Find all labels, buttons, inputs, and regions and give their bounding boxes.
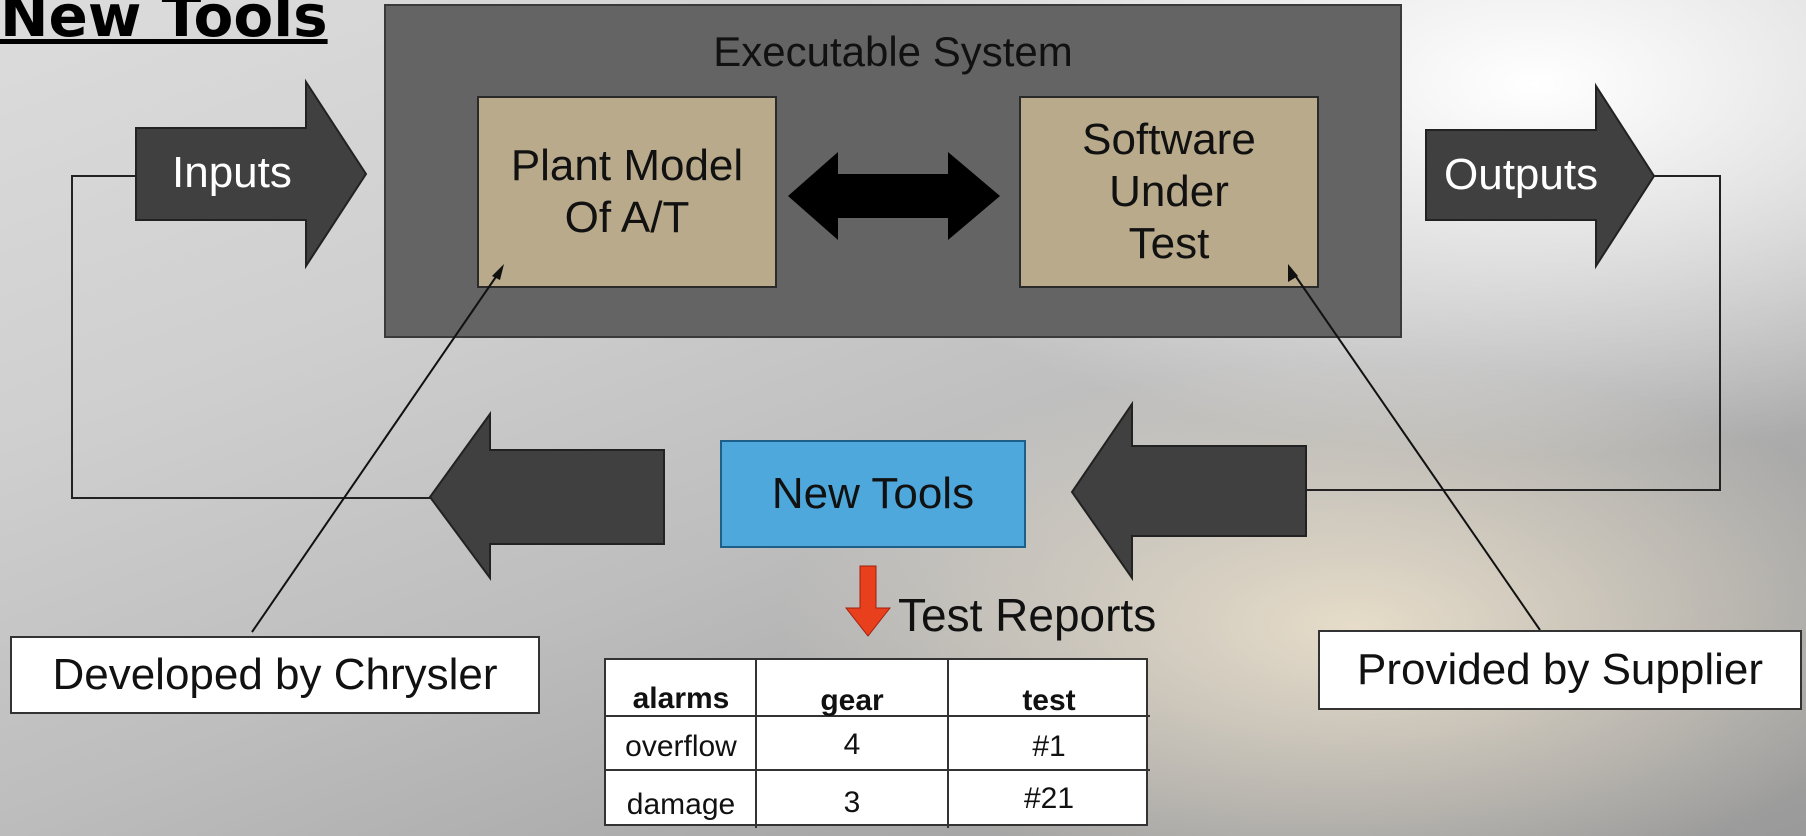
outputs-arrow-shape xyxy=(1425,82,1656,270)
software-under-test-label: Software Under Test xyxy=(1082,115,1256,268)
test-report-table: alarms gear test overflow 4 #1 damage 3 … xyxy=(604,658,1150,828)
table-cell-gear: 3 xyxy=(843,786,861,819)
executable-system-title: Executable System xyxy=(713,28,1073,75)
developed-by-pointer-line xyxy=(251,267,503,633)
new-tools-box: New Tools xyxy=(720,440,1026,548)
table-header-test: test xyxy=(1022,684,1076,717)
new-tools-label: New Tools xyxy=(771,469,975,518)
plant-model-box: Plant Model Of A/T xyxy=(477,96,777,288)
outputs-feedback-line xyxy=(1306,175,1721,491)
table-cell-test: #1 xyxy=(1032,730,1066,763)
provided-by-label: Provided by Supplier xyxy=(1356,645,1763,694)
outputs-label: Outputs xyxy=(1444,150,1599,199)
plant-model-label: Plant Model Of A/T xyxy=(510,141,744,242)
test-reports-arrow-shape xyxy=(844,565,892,637)
developed-by-pointer-head xyxy=(492,264,504,280)
provided-by-pointer-line xyxy=(1289,267,1541,631)
table-header-gear: gear xyxy=(820,684,884,717)
table-cell-gear: 4 xyxy=(843,728,861,761)
developed-by-callout: Developed by Chrysler xyxy=(10,636,540,714)
table-cell-test: #21 xyxy=(1023,782,1075,815)
provided-by-pointer-head xyxy=(1288,264,1298,282)
table-cell-alarm: damage xyxy=(626,788,736,821)
table-grid-lines xyxy=(606,660,1150,828)
left-feedback-arrow-shape xyxy=(428,410,665,582)
inputs-label: Inputs xyxy=(172,148,292,197)
provided-by-callout: Provided by Supplier xyxy=(1318,630,1802,710)
right-feedback-arrow-shape xyxy=(1070,400,1307,582)
test-reports-label: Test Reports xyxy=(898,589,1157,641)
table-cell-alarm: overflow xyxy=(625,730,737,763)
page-title: New Tools xyxy=(0,0,328,50)
inputs-arrow-shape xyxy=(135,78,368,270)
inputs-feedback-line xyxy=(71,175,434,499)
bidirectional-arrow-shape xyxy=(788,152,1000,240)
software-under-test-box: Software Under Test xyxy=(1019,96,1319,288)
table-header-alarms: alarms xyxy=(632,682,730,715)
developed-by-label: Developed by Chrysler xyxy=(52,650,498,699)
